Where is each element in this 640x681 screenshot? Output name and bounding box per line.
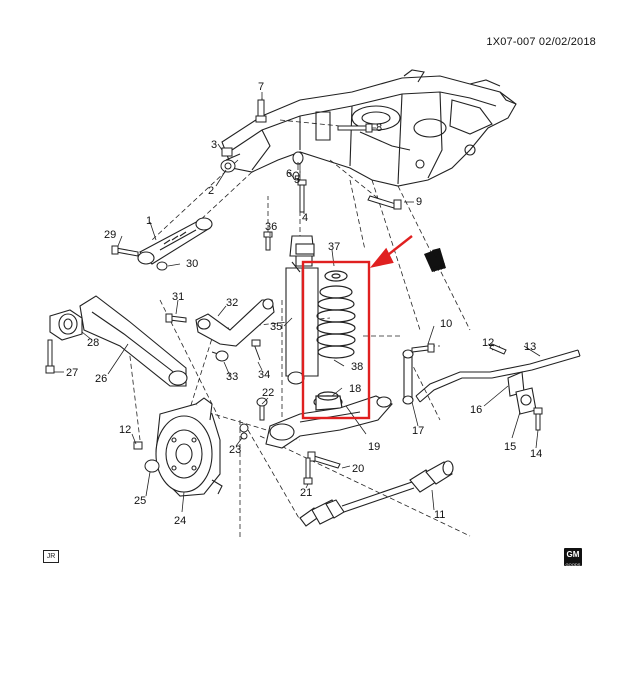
callout-28: 28 [87,337,99,349]
stabilizer-bushing [507,371,537,415]
callout-leader-lines [54,92,541,513]
callout-19: 19 [368,441,380,453]
trailing-link [79,295,188,387]
callout-3: 3 [211,139,217,151]
fastener-hardware [45,99,543,485]
callout-15: 15 [504,441,516,453]
callout-29: 29 [104,229,116,241]
callout-numbers: 1 2 3 4 5 6 7 8 9 10 11 12 12 13 14 15 1… [66,81,542,527]
toe-link [195,298,275,347]
callout-5: 5 [294,174,300,186]
highlight-box [301,260,371,420]
gm-logo-text: GM [566,550,580,559]
callout-9: 9 [416,196,422,208]
callout-14: 14 [530,448,542,460]
callout-8: 8 [376,122,382,134]
callout-32: 32 [226,297,238,309]
gm-logo: GM GOODS [564,548,582,567]
front-direction-label: FRT [432,263,448,274]
stabilizer-bar [415,349,581,403]
callout-16: 16 [470,404,482,416]
callout-17: 17 [412,425,424,437]
callout-22: 22 [262,387,274,399]
knuckle-hub [145,397,223,497]
callout-24: 24 [174,515,186,527]
callout-12-left: 12 [119,424,131,436]
callout-10: 10 [440,318,452,330]
callout-20: 20 [352,463,364,475]
front-direction-arrow-icon: FRT [424,248,448,274]
coil-spring [313,270,356,411]
callout-12-right: 12 [482,337,494,349]
callout-13: 13 [524,341,536,353]
callout-23: 23 [229,444,241,456]
stabilizer-link [402,349,414,405]
callout-31: 31 [172,291,184,303]
callout-27: 27 [66,367,78,379]
diagram-reference-stamp: 1X07-007 02/02/2018 [486,36,596,48]
callout-4: 4 [302,212,308,224]
callout-1: 1 [146,215,152,227]
gm-logo-subtext: GOODS [565,562,581,567]
callout-30: 30 [186,258,198,270]
jr-badge: JR [43,550,59,563]
callout-34: 34 [258,369,270,381]
bushing-bracket [49,309,83,341]
callout-7: 7 [258,81,264,93]
callout-35: 35 [270,321,282,333]
callout-33: 33 [226,371,238,383]
callout-37: 37 [328,241,340,253]
rear-subframe [221,69,517,187]
callout-38: 38 [351,361,363,373]
callout-21: 21 [300,487,312,499]
callout-6: 6 [286,168,292,180]
callout-26: 26 [95,373,107,385]
callout-2: 2 [208,185,214,197]
upper-control-arm [137,217,213,265]
drive-axle [299,460,454,527]
callout-11: 11 [434,509,445,521]
highlight-arrow [369,235,413,268]
lower-control-arm [265,395,393,449]
callout-18: 18 [349,383,361,395]
callout-36: 36 [265,221,277,233]
callout-25: 25 [134,495,146,507]
